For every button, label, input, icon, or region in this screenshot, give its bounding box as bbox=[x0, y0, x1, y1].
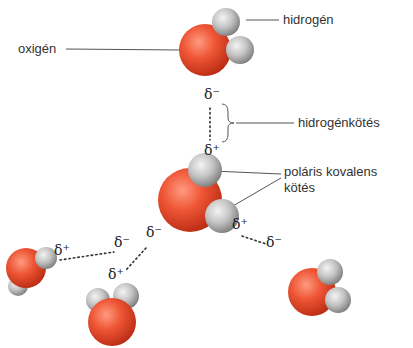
charge-label: δ⁺ bbox=[204, 142, 220, 159]
charge-label: δ⁻ bbox=[266, 234, 282, 251]
charge-label: δ⁻ bbox=[146, 224, 162, 241]
hydrogen-bond-dots bbox=[60, 108, 266, 270]
water-molecule bbox=[86, 283, 139, 346]
part-label: oxigén bbox=[18, 41, 56, 57]
charge-label: δ⁺ bbox=[54, 242, 70, 259]
water-molecule bbox=[158, 153, 239, 233]
charge-label: δ⁺ bbox=[108, 266, 124, 283]
water-molecule bbox=[288, 259, 351, 316]
part-label: hidrogén bbox=[283, 12, 334, 28]
charge-label: δ⁻ bbox=[114, 234, 130, 251]
part-label: poláris kovalens kötés bbox=[284, 164, 402, 195]
charge-label: δ⁺ bbox=[232, 216, 248, 233]
part-label: hidrogénkötés bbox=[298, 115, 380, 131]
water-molecule bbox=[6, 247, 57, 296]
water-molecule bbox=[179, 8, 254, 76]
charge-label: δ⁻ bbox=[204, 86, 220, 103]
